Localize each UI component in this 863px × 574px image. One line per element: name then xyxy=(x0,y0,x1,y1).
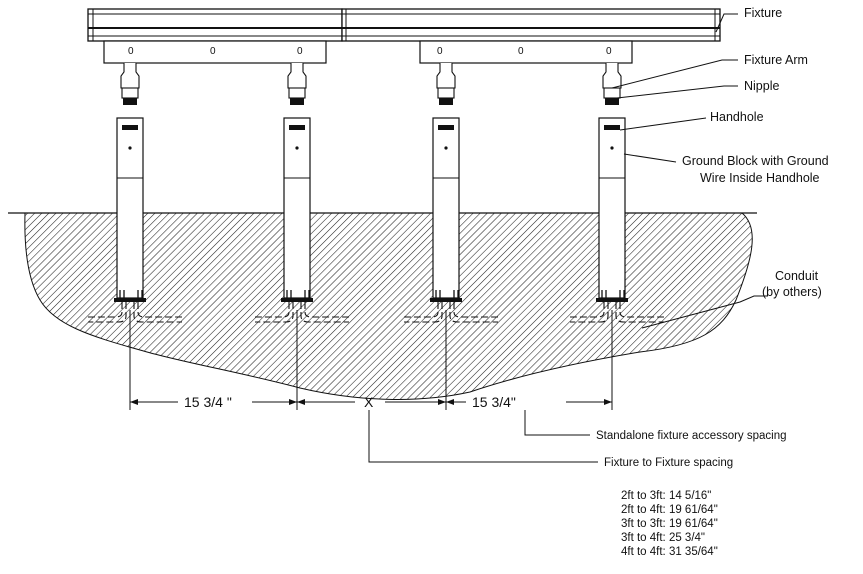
dimension-lines xyxy=(129,310,613,410)
arm-brackets: 0 0 0 0 0 0 xyxy=(103,40,633,64)
svg-text:0: 0 xyxy=(437,46,443,57)
fixture-arm xyxy=(436,63,456,89)
standalone-spacing-note: Standalone fixture accessory spacing xyxy=(596,430,787,442)
spacing-table-row: 2ft to 3ft: 14 5/16" xyxy=(621,490,711,502)
svg-text:0: 0 xyxy=(128,46,134,57)
fixture-to-fixture-note: Fixture to Fixture spacing xyxy=(604,457,733,469)
base-plate xyxy=(430,298,462,302)
conduit xyxy=(404,302,498,323)
svg-text:0: 0 xyxy=(606,46,612,57)
nipple xyxy=(123,98,137,105)
bollard-assembly xyxy=(88,63,182,323)
fixture-arm xyxy=(287,63,307,89)
handhole xyxy=(438,125,454,130)
nipple xyxy=(290,98,304,105)
fixture-spacing-dimension: X xyxy=(364,394,374,410)
note-leaders xyxy=(368,410,598,463)
soil-hatch xyxy=(24,212,753,400)
handhole xyxy=(289,125,305,130)
conduit-label-line1: Conduit xyxy=(775,269,819,283)
fixture-label: Fixture xyxy=(744,6,782,20)
bollard-pole xyxy=(432,117,460,299)
nipple xyxy=(605,98,619,105)
fixture-arm xyxy=(602,63,622,89)
conduit xyxy=(255,302,349,323)
ground-block-label-line2: Wire Inside Handhole xyxy=(700,171,820,185)
handhole-label: Handhole xyxy=(710,110,764,124)
handhole xyxy=(122,125,138,130)
fixture-arm-label: Fixture Arm xyxy=(744,53,808,67)
spacing-table-row: 2ft to 4ft: 19 61/64" xyxy=(621,504,718,516)
spacing-table-row: 3ft to 4ft: 25 3/4" xyxy=(621,532,705,544)
callout-leaders xyxy=(611,13,768,329)
dimension-arrows xyxy=(130,399,612,405)
svg-text:0: 0 xyxy=(210,46,216,57)
bollard-assembly xyxy=(404,63,498,323)
bollard-pole xyxy=(283,117,311,299)
handhole xyxy=(604,125,620,130)
nipple-label: Nipple xyxy=(744,79,779,93)
conduit-label-line2: (by others) xyxy=(762,285,822,299)
conduit xyxy=(570,302,664,323)
ground-block xyxy=(128,146,132,150)
base-plate xyxy=(596,298,628,302)
spacing-table: 2ft to 3ft: 14 5/16" 2ft to 4ft: 19 61/6… xyxy=(621,490,718,558)
bollard-pole xyxy=(598,117,626,299)
left-spacing-dimension: 15 3/4 " xyxy=(184,394,232,410)
spacing-table-row: 4ft to 4ft: 31 35/64" xyxy=(621,546,718,558)
ground-block xyxy=(295,146,299,150)
fixture-arm xyxy=(120,63,140,89)
ground-block xyxy=(610,146,614,150)
base-plate xyxy=(114,298,146,302)
fixture-housing xyxy=(87,8,721,42)
ground-block-label-line1: Ground Block with Ground xyxy=(682,154,829,168)
base-plate xyxy=(281,298,313,302)
svg-text:0: 0 xyxy=(518,46,524,57)
nipple xyxy=(439,98,453,105)
bollard-pole xyxy=(116,117,144,299)
bollard-assembly xyxy=(255,63,349,323)
right-spacing-dimension: 15 3/4" xyxy=(472,394,516,410)
bollard-group xyxy=(88,63,664,323)
conduit xyxy=(88,302,182,323)
ground-block xyxy=(444,146,448,150)
spacing-table-row: 3ft to 3ft: 19 61/64" xyxy=(621,518,718,530)
svg-text:0: 0 xyxy=(297,46,303,57)
